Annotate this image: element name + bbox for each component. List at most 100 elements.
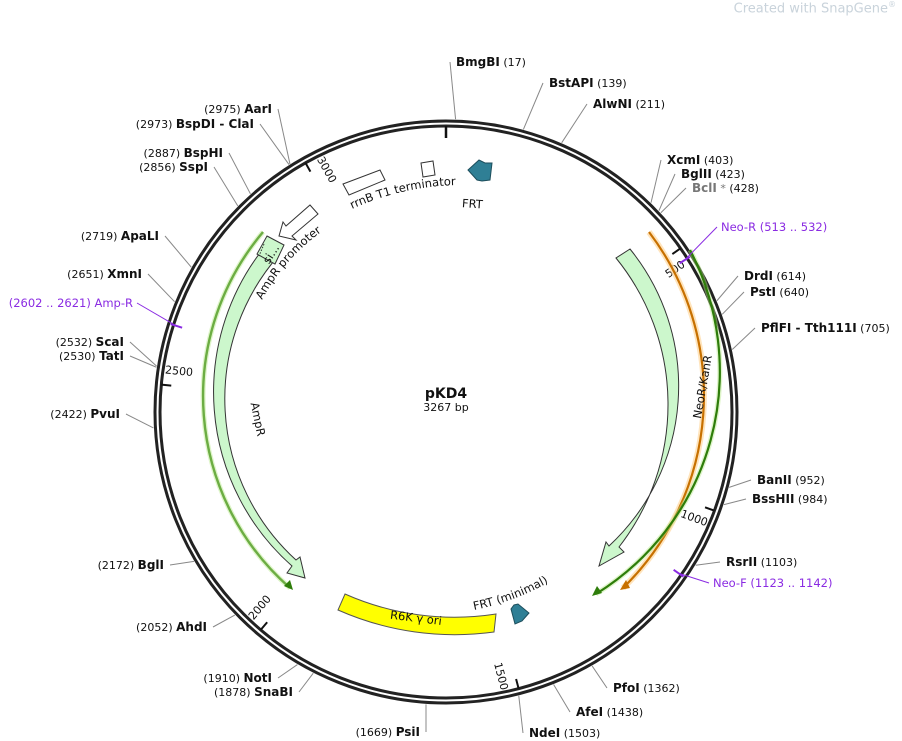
site-label-bsshii[interactable]: BssHII (984) (752, 492, 827, 506)
ampr-orf-line (201, 231, 291, 589)
site-name-pfoi: PfoI (613, 681, 640, 695)
site-line-psti (721, 291, 745, 315)
site-pos-bsphi: (2887) (144, 147, 184, 160)
plasmid-name: pKD4 (425, 386, 467, 402)
site-line-bcli (660, 187, 687, 214)
site-pos-banii: (952) (792, 474, 825, 487)
site-leader-lines (125, 61, 756, 734)
site-name-psii: PsiI (396, 725, 420, 739)
primer-label-amp-r[interactable]: (2602 .. 2621) Amp-R (9, 296, 133, 310)
site-label-alwni[interactable]: AlwNI (211) (593, 97, 665, 111)
site-name-alwni: AlwNI (593, 97, 632, 111)
site-label-ndei[interactable]: NdeI (1503) (529, 726, 600, 740)
site-label-scai[interactable]: (2532) ScaI (56, 335, 124, 349)
site-name-scai: ScaI (96, 335, 124, 349)
site-label-aari[interactable]: (2975) AarI (204, 102, 272, 116)
primer-label-neo-f[interactable]: Neo-F (1123 .. 1142) (713, 576, 832, 590)
site-line-afei (553, 684, 571, 713)
rrnb-terminator-small-mark[interactable] (420, 160, 436, 178)
site-name-banii: BanII (757, 473, 792, 487)
site-label-xcmi[interactable]: XcmI (403) (667, 153, 733, 167)
site-name-psti: PstI (750, 285, 776, 299)
tick-1000 (704, 506, 715, 512)
primer-line-neo-f (678, 572, 710, 584)
features (200, 159, 723, 636)
site-label-apali[interactable]: (2719) ApaLI (81, 229, 159, 243)
site-label-snabi[interactable]: (1878) SnaBI (214, 685, 293, 699)
site-line-bglii (658, 173, 676, 211)
site-label-bstapi[interactable]: BstAPI (139) (549, 76, 627, 90)
site-label-noti[interactable]: (1910) NotI (203, 671, 272, 685)
site-line-noti (277, 664, 298, 679)
site-name-snabi: SnaBI (254, 685, 293, 699)
site-label-psti[interactable]: PstI (640) (750, 285, 809, 299)
tick-1500 (515, 678, 520, 689)
site-pos-ahdi: (2052) (136, 621, 176, 634)
ampr-promoter-arrow[interactable] (278, 204, 319, 241)
site-label-pflfi[interactable]: PflFI - Tth111I (705) (761, 321, 890, 335)
site-pos-drdi: (614) (773, 270, 806, 283)
site-label-bmgbi[interactable]: BmgBI (17) (456, 55, 526, 69)
site-label-pvui[interactable]: (2422) PvuI (50, 407, 120, 421)
tick-2000 (259, 621, 268, 631)
site-name-bsphi: BspHI (184, 146, 223, 160)
frt-arrow[interactable] (467, 159, 493, 182)
site-label-sspi[interactable]: (2856) SspI (139, 160, 208, 174)
site-name-pvui: PvuI (90, 407, 120, 421)
site-label-bspdi[interactable]: (2973) BspDI - ClaI (136, 117, 254, 131)
site-pos-bglii: (423) (712, 168, 745, 181)
site-line-aari (277, 108, 291, 165)
site-name-apali: ApaLI (121, 229, 159, 243)
primer-label-neo-r[interactable]: Neo-R (513 .. 532) (721, 220, 827, 234)
plasmid-size: 3267 bp (423, 401, 468, 414)
site-label-drdi[interactable]: DrdI (614) (744, 269, 806, 283)
ampr-label: AmpR (248, 401, 269, 438)
signal-dash (258, 243, 265, 257)
site-line-bspdi (259, 123, 290, 165)
site-label-afei[interactable]: AfeI (1438) (576, 705, 643, 719)
site-line-scai (129, 341, 157, 367)
site-label-bcli[interactable]: BclI * (428) (692, 181, 759, 195)
tick-500 (671, 247, 682, 255)
site-pos-sspi: (2856) (139, 161, 179, 174)
site-line-banii (728, 479, 752, 488)
site-name-bspdi: BspDI - ClaI (176, 117, 254, 131)
backbone-outer-circle (153, 119, 739, 705)
site-label-rsrii[interactable]: RsrII (1103) (726, 555, 797, 569)
site-label-xmni[interactable]: (2651) XmnI (67, 267, 142, 281)
site-label-tati[interactable]: (2530) TatI (59, 349, 124, 363)
site-label-pfoi[interactable]: PfoI (1362) (613, 681, 680, 695)
site-label-bglii[interactable]: BglII (423) (681, 167, 745, 181)
site-name-sspi: SspI (179, 160, 208, 174)
site-pos-psii: (1669) (356, 726, 396, 739)
site-name-rsrii: RsrII (726, 555, 757, 569)
tick-label-2500: 2500 (165, 363, 194, 379)
site-label-bsphi[interactable]: (2887) BspHI (144, 146, 223, 160)
site-name-bstapi: BstAPI (549, 76, 594, 90)
site-label-banii[interactable]: BanII (952) (757, 473, 825, 487)
site-pos-tati: (2530) (59, 350, 99, 363)
site-name-afei: AfeI (576, 705, 603, 719)
ampr-orf-arrowhead (284, 580, 293, 590)
r6k-ori-label: R6K γ ori (389, 608, 442, 628)
site-label-psii[interactable]: (1669) PsiI (356, 725, 420, 739)
site-line-apali (164, 235, 192, 268)
site-label-bgli[interactable]: (2172) BglI (98, 558, 164, 572)
plasmid-backbone (153, 119, 739, 705)
signal-sequence[interactable] (256, 235, 285, 265)
r6k-ori-block[interactable] (337, 593, 497, 636)
site-name-bmgbi: BmgBI (456, 55, 500, 69)
site-line-bgli (169, 560, 195, 566)
credit-brand: SnapGene (820, 1, 888, 17)
neor-kanr-cds-arrow[interactable] (598, 248, 680, 568)
frt-minimal-arrow[interactable] (510, 603, 530, 625)
site-name-bcli: BclI (692, 181, 717, 195)
site-label-ahdi[interactable]: (2052) AhdI (136, 620, 207, 634)
neor-orange-orf-line (622, 231, 706, 589)
neor-orange-orf-arrowhead (620, 580, 630, 590)
site-pos-pfoi: (1362) (640, 682, 680, 695)
rrnb-terminator-mark[interactable] (342, 169, 386, 196)
ampr-cds-arrow[interactable] (213, 243, 306, 579)
site-line-ahdi (212, 614, 236, 628)
site-line-xmni (147, 273, 175, 303)
